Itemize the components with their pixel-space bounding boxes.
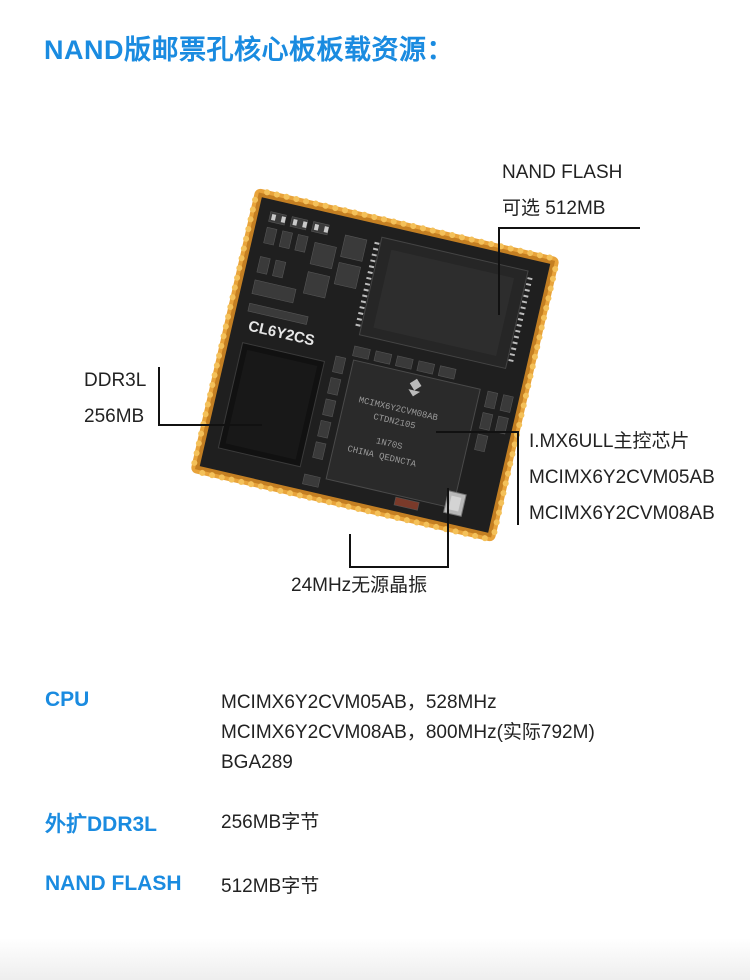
spec-values-nand: 512MB字节 xyxy=(221,872,319,902)
cpu-callout-model-2: MCIMX6Y2CVM08AB xyxy=(529,503,715,524)
core-board-image: CL6Y2CS MCIMX6Y2CVM08AB CTDN2105 1N70S C… xyxy=(190,185,560,545)
nand-leader-h xyxy=(498,227,640,229)
nand-callout: NAND FLASH 可选 512MB xyxy=(502,155,622,227)
spec-key-nand: NAND FLASH xyxy=(45,872,182,895)
page-title: NAND版邮票孔核心板板载资源： xyxy=(44,35,454,65)
spec-value: MCIMX6Y2CVM05AB，528MHz xyxy=(221,692,497,713)
ddr-callout: DDR3L 256MB xyxy=(84,363,146,435)
spec-values-cpu: MCIMX6Y2CVM05AB，528MHz MCIMX6Y2CVM08AB，8… xyxy=(221,688,595,778)
spec-values-ddr: 256MB字节 xyxy=(221,808,319,838)
crystal-leader-up xyxy=(349,534,351,567)
ddr-leader-v xyxy=(158,367,160,425)
spec-value: MCIMX6Y2CVM08AB，800MHz(实际792M) xyxy=(221,722,595,743)
nand-callout-size: 可选 512MB xyxy=(502,198,606,219)
spec-key-cpu: CPU xyxy=(45,688,90,711)
spec-key-ddr: 外扩DDR3L xyxy=(45,813,158,836)
core-board-svg: CL6Y2CS MCIMX6Y2CVM08AB CTDN2105 1N70S C… xyxy=(191,188,559,542)
crystal-leader-v xyxy=(447,488,449,566)
ddr-callout-title: DDR3L xyxy=(84,370,147,391)
nand-leader-v xyxy=(498,227,500,315)
cpu-callout: I.MX6ULL主控芯片 MCIMX6Y2CVM05AB MCIMX6Y2CVM… xyxy=(529,424,715,532)
crystal-callout: 24MHz无源晶振 xyxy=(291,575,428,596)
cpu-leader-h xyxy=(436,431,518,433)
spec-value: 256MB字节 xyxy=(221,812,320,833)
ddr-leader-h xyxy=(158,424,262,426)
cpu-leader-v xyxy=(517,431,519,525)
spec-value: 512MB字节 xyxy=(221,876,320,897)
ddr-callout-size: 256MB xyxy=(84,406,145,427)
cpu-callout-model-1: MCIMX6Y2CVM05AB xyxy=(529,467,715,488)
crystal-leader-h xyxy=(349,566,449,568)
cpu-callout-title: I.MX6ULL主控芯片 xyxy=(529,431,690,452)
freescale-logo-icon xyxy=(408,378,422,397)
cpu-chip xyxy=(325,359,481,509)
bottom-fade xyxy=(0,938,750,980)
nand-callout-title: NAND FLASH xyxy=(502,162,623,183)
spec-value: BGA289 xyxy=(221,752,293,773)
